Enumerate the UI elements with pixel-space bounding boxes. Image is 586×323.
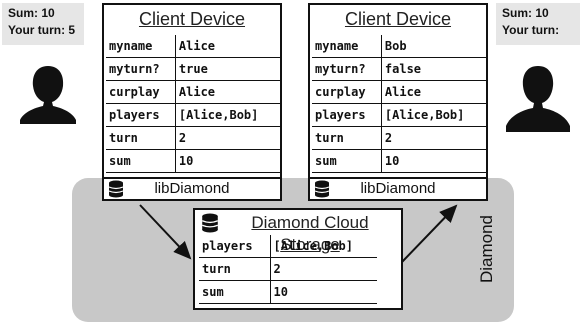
row-value: true: [175, 57, 280, 81]
row-key: myturn?: [106, 57, 176, 81]
row-key: myname: [106, 35, 176, 58]
row-value: Alice: [175, 80, 280, 104]
left-sum-box: Sum: 10 Your turn: 5: [2, 3, 84, 45]
right-sum-box: Sum: 10 Your turn:: [496, 3, 580, 45]
table-row: myturn?false: [312, 57, 486, 81]
libdiamond-label: libDiamond: [360, 180, 436, 197]
row-key: turn: [199, 257, 271, 281]
row-key: turn: [106, 126, 176, 150]
row-value: [Alice,Bob]: [175, 103, 280, 127]
row-key: turn: [312, 126, 382, 150]
row-value: 2: [175, 126, 280, 150]
row-value: Alice: [175, 35, 280, 58]
database-icon: [314, 180, 330, 204]
row-key: sum: [312, 149, 382, 173]
row-value: false: [381, 57, 486, 81]
row-key: sum: [199, 280, 271, 304]
database-icon: [108, 180, 124, 204]
left-turn-text: Your turn: 5: [8, 23, 76, 37]
row-value: Bob: [381, 35, 486, 58]
row-key: players: [199, 235, 271, 258]
left-sum-text: Sum: 10: [8, 6, 55, 20]
libdiamond-bar: libDiamond: [104, 177, 280, 199]
database-icon: [200, 213, 220, 237]
table-row: players[Alice,Bob]: [199, 235, 377, 258]
row-key: sum: [106, 149, 176, 173]
table-row: myturn?true: [106, 57, 280, 81]
right-turn-text: Your turn:: [502, 23, 560, 37]
device-title: Client Device: [344, 9, 452, 29]
person-silhouette-icon: [20, 66, 76, 124]
right-sum-text: Sum: 10: [502, 6, 549, 20]
row-value: 10: [270, 280, 377, 304]
row-value: [Alice,Bob]: [270, 235, 377, 258]
row-key: myname: [312, 35, 382, 58]
libdiamond-label: libDiamond: [154, 180, 230, 197]
arrow-left-to-storage: [139, 204, 192, 260]
person-silhouette-icon: [506, 66, 570, 132]
row-value: [Alice,Bob]: [381, 103, 486, 127]
arrow-storage-to-right: [401, 204, 458, 263]
diamond-cloud-storage: Diamond Cloud Storage players[Alice,Bob]…: [193, 208, 403, 310]
libdiamond-bar: libDiamond: [310, 177, 486, 199]
row-value: 10: [381, 149, 486, 173]
row-value: 10: [175, 149, 280, 173]
row-value: Alice: [381, 80, 486, 104]
table-row: players[Alice,Bob]: [106, 103, 280, 127]
table-row: players[Alice,Bob]: [312, 103, 486, 127]
row-value: 2: [381, 126, 486, 150]
row-key: curplay: [106, 80, 176, 104]
row-key: players: [106, 103, 176, 127]
device-title: Client Device: [138, 9, 246, 29]
row-value: 2: [270, 257, 377, 281]
row-key: curplay: [312, 80, 382, 104]
row-key: players: [312, 103, 382, 127]
row-key: myturn?: [312, 57, 382, 81]
